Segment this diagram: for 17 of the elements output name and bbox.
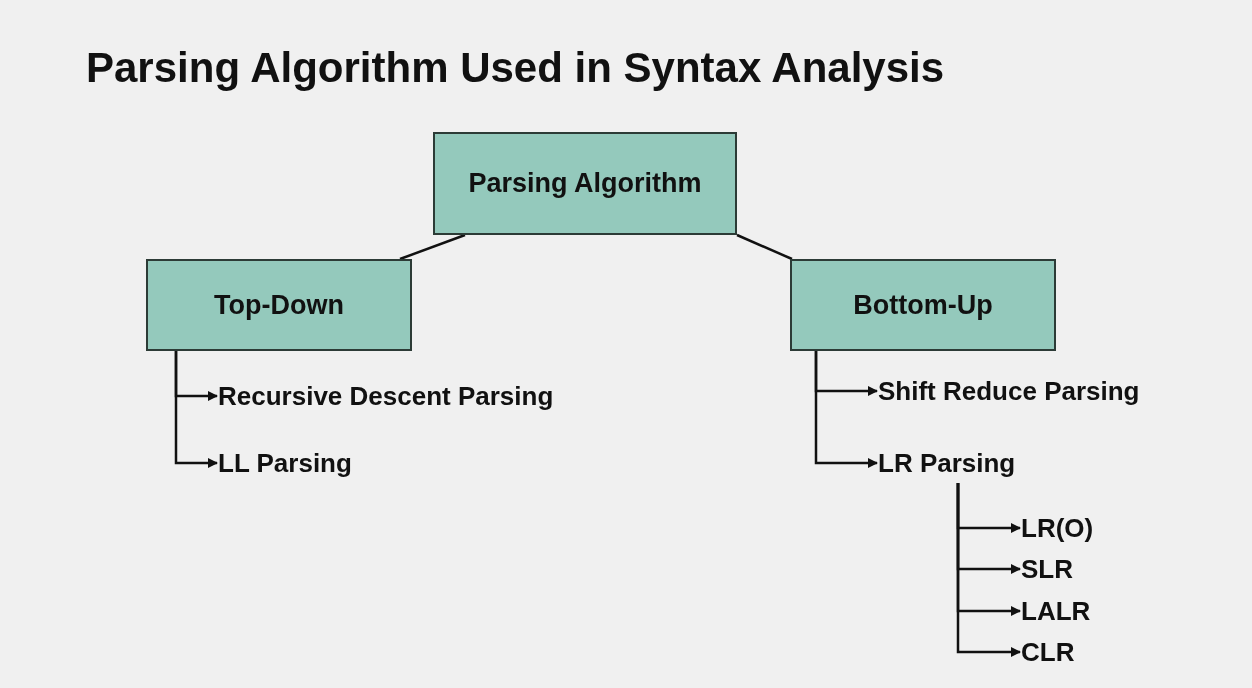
node-label: CLR <box>1021 634 1075 670</box>
node-label: LALR <box>1021 593 1091 629</box>
arrow <box>814 351 878 468</box>
process-box: Parsing Algorithm <box>433 132 737 235</box>
arrow <box>174 351 218 468</box>
node-label: LR(O) <box>1021 510 1094 546</box>
node-label: SLR <box>1021 551 1073 587</box>
process-box: Bottom-Up <box>790 259 1056 351</box>
arrow <box>956 483 1021 657</box>
node-label: Shift Reduce Parsing <box>878 371 1140 411</box>
node-label: LR Parsing <box>878 443 1016 483</box>
connector-line <box>399 233 466 261</box>
node-label: Recursive Descent Parsing <box>218 376 554 416</box>
diagram-title: Parsing Algorithm Used in Syntax Analysis <box>86 43 945 93</box>
process-box: Top-Down <box>146 259 412 351</box>
node-label: LL Parsing <box>218 443 352 483</box>
connector-line <box>736 233 793 261</box>
